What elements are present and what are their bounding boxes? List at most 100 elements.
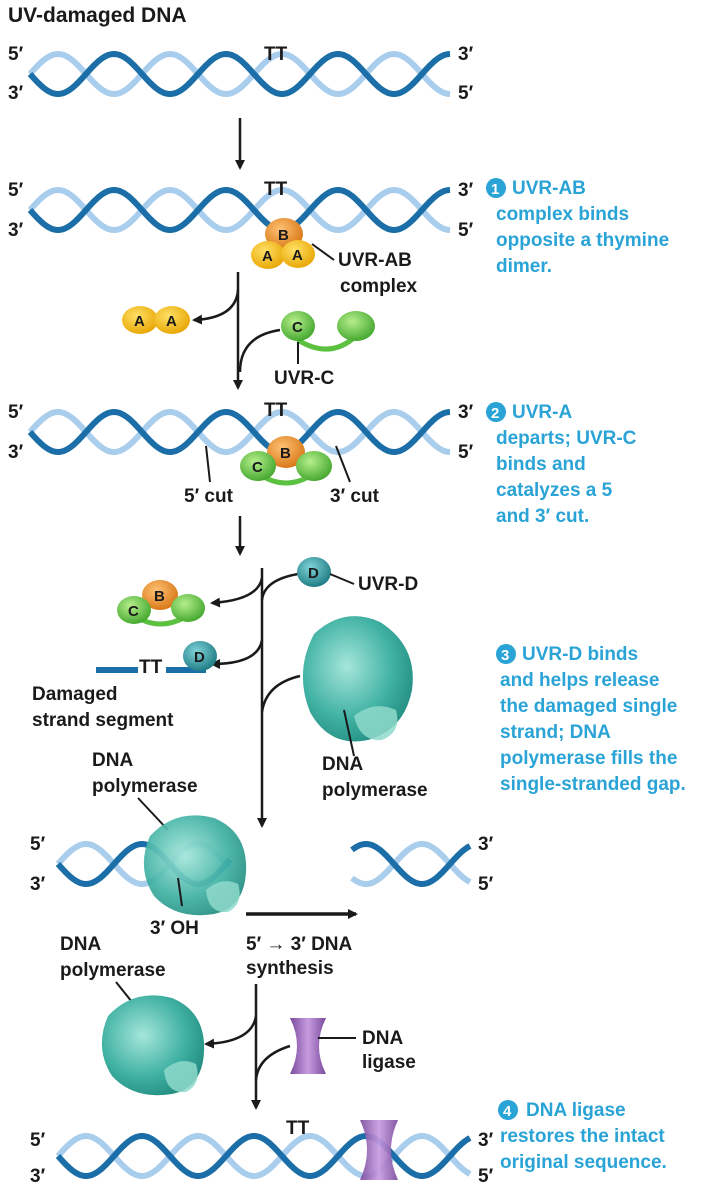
step-3: 3 UVR-D binds and helps release the dama…: [496, 644, 686, 795]
step-number: 2: [491, 405, 499, 422]
prime-5-right: 5′: [458, 220, 474, 241]
dna-helix-5: 5′ 3′ 3′ 5′ TT: [30, 1118, 494, 1187]
uvr-bc-complex: B C: [240, 436, 332, 486]
prime-5-left: 5′: [8, 180, 24, 201]
uvr-d-protein: D: [297, 557, 331, 587]
polymerase-join-curve: [260, 674, 301, 713]
synthesis-label: 5′ → 3′ DNA: [246, 934, 353, 955]
uvr-a-protein: [122, 306, 158, 334]
prime-3-right: 3′: [458, 402, 474, 423]
step-text: UVR-D binds: [522, 644, 638, 665]
uvr-c-letter: C: [128, 603, 139, 620]
step-1: 1 UVR-AB complex binds opposite a thymin…: [486, 178, 669, 277]
dna-strand-dark: [27, 186, 451, 234]
step-text: dimer.: [496, 256, 552, 277]
prime-5-right: 5′: [478, 1166, 494, 1187]
released-uvr-bc: B C: [117, 580, 205, 627]
step-text: original sequence.: [500, 1152, 667, 1173]
step-number: 3: [501, 647, 509, 664]
uvr-a-dimer: A A: [122, 306, 190, 334]
ligase-label: DNA: [362, 1028, 403, 1049]
leader-line: [137, 797, 169, 831]
diagram-title: UV-damaged DNA: [8, 4, 187, 27]
uvr-a-letter: A: [262, 248, 273, 265]
dna-helix-2: 5′ 3′ 3′ 5′ TT: [8, 179, 474, 241]
dna-helix-1: 5′ 3′ 3′ 5′ TT: [8, 44, 474, 104]
step-number: 4: [503, 1103, 512, 1120]
damaged-label: strand segment: [32, 710, 174, 731]
uvr-a-letter: A: [166, 313, 177, 330]
polymerase-lobe: [206, 881, 240, 913]
uvr-ab-label: complex: [340, 276, 418, 297]
damaged-label: Damaged: [32, 684, 118, 705]
uvr-bc-release-arrow: [210, 577, 264, 608]
thymine-dimer-label: TT: [264, 400, 288, 421]
leader-line: [177, 877, 183, 907]
uvr-c-label: UVR-C: [274, 368, 334, 389]
step-text: complex binds: [496, 204, 629, 225]
polymerase-label: polymerase: [92, 776, 198, 797]
polymerase-lobe: [164, 1061, 198, 1093]
prime-5-left: 5′: [8, 402, 24, 423]
prime-5-left: 5′: [30, 834, 46, 855]
prime-5-right: 5′: [458, 442, 474, 463]
prime-3-right: 3′: [458, 180, 474, 201]
step-number-badge: [496, 644, 516, 664]
prime-3-left: 3′: [8, 220, 24, 241]
uvr-c-letter: C: [292, 319, 303, 336]
leader-line: [343, 709, 355, 757]
step-text: polymerase fills the: [500, 748, 677, 769]
dna-strand-light: [27, 408, 451, 456]
helix-strands-1: [27, 50, 451, 98]
dna-strand-dark: [27, 408, 451, 456]
thymine-dimer-label: TT: [139, 657, 163, 678]
prime-3-left: 3′: [8, 442, 24, 463]
dna-polymerase-released: [101, 995, 205, 1096]
uvr-a-protein: [281, 240, 315, 268]
dna-strand-light: [55, 1132, 472, 1180]
uvr-b-protein: [267, 436, 305, 468]
prime-5-left: 5′: [8, 44, 24, 65]
polymerase-label: polymerase: [322, 780, 428, 801]
helix-strands-5: [55, 1132, 472, 1180]
uvr-d-shape: [297, 557, 331, 587]
damaged-strand-segment: TT D: [96, 641, 217, 678]
leader-line: [311, 243, 335, 261]
polymerase-label: DNA: [322, 754, 363, 775]
dna-strand-dark: [27, 50, 451, 98]
polymerase-label: DNA: [92, 750, 133, 771]
prime-3-left: 3′: [8, 83, 24, 104]
dna-helix-4: 5′ 3′ 3′ 5′: [30, 834, 494, 895]
polymerase-label: polymerase: [60, 960, 166, 981]
step-text: UVR-AB: [512, 178, 586, 199]
step-number-badge: [486, 402, 506, 422]
step-4: 4 DNA ligase restores the intact origina…: [498, 1100, 667, 1173]
thymine-dimer-label: TT: [264, 179, 288, 200]
thymine-dimer-label: TT: [286, 1118, 310, 1139]
uvr-ab-label: UVR-AB: [338, 250, 412, 271]
dna-ligase-incoming: [290, 1018, 326, 1074]
step-text: and helps release: [500, 670, 659, 691]
cut-3-label: 3′ cut: [330, 486, 380, 507]
uvr-c-protein: C: [281, 311, 375, 352]
uvr-c-domain: [117, 596, 151, 624]
uvr-c-domain: [337, 311, 375, 341]
prime-3-right: 3′: [478, 834, 494, 855]
uvr-b-letter: B: [278, 227, 289, 244]
prime-5-right: 5′: [478, 874, 494, 895]
dna-polymerase-bound: [143, 815, 247, 916]
step-text: and 3′ cut.: [496, 506, 589, 527]
dna-helix-3: 5′ 3′ 3′ 5′ TT: [8, 400, 474, 463]
uvr-ab-complex: B A A: [251, 218, 315, 269]
prime-3-left: 3′: [30, 1166, 46, 1187]
step-number-badge: [498, 1100, 518, 1120]
prime-5-left: 5′: [30, 1130, 46, 1151]
step-text: binds and: [496, 454, 586, 475]
uvr-c-domain: [296, 451, 332, 481]
cut-5-label: 5′ cut: [184, 486, 234, 507]
uvr-d-join-curve: [260, 572, 299, 601]
dimer-background: [138, 658, 166, 674]
step-text: departs; UVR-C: [496, 428, 637, 449]
helix-strands-3: [27, 408, 451, 456]
